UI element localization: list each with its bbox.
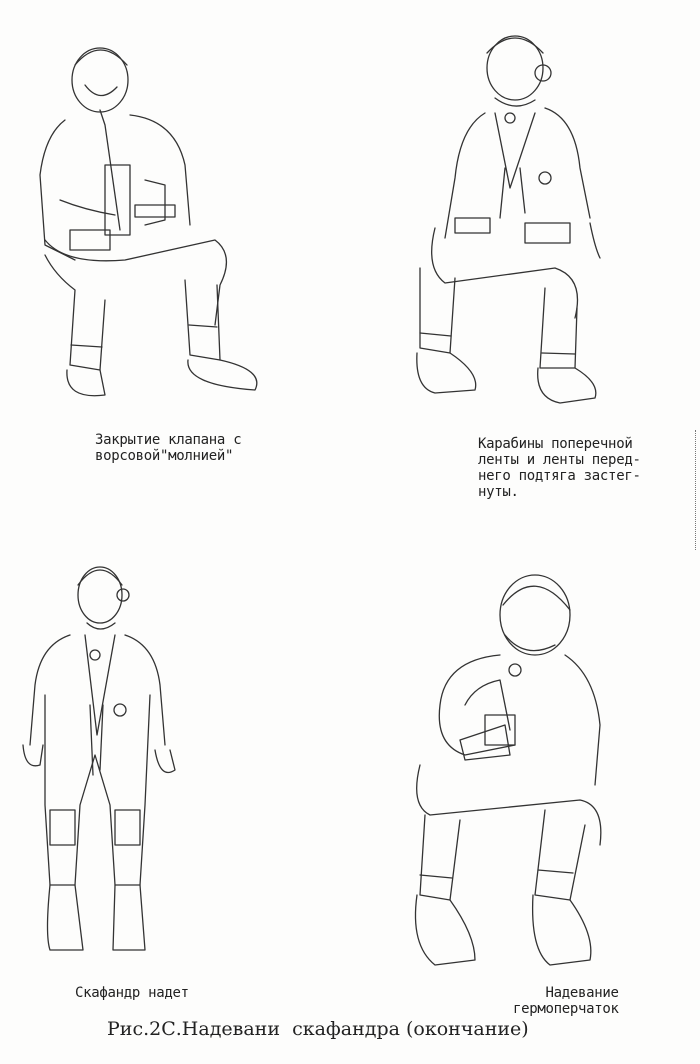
illustration-putting-on-gloves bbox=[405, 565, 620, 970]
scan-edge-mark bbox=[695, 430, 696, 550]
illustration-suit-on bbox=[15, 555, 180, 960]
caption-putting-on-gloves: Надевание гермоперчаток bbox=[513, 985, 619, 1017]
caption-suit-on: Скафандр надет bbox=[75, 985, 189, 1001]
figure-caption: Рис.2С.Надевани скафандра (окончание) bbox=[107, 1018, 529, 1040]
caption-closing-valve: Закрытие клапана с ворсовой"молнией" bbox=[95, 432, 242, 464]
illustration-carabiners-fastened bbox=[405, 18, 645, 413]
illustration-closing-valve bbox=[5, 25, 265, 405]
caption-carabiners-fastened: Карабины поперечной ленты и ленты перед-… bbox=[478, 436, 641, 500]
